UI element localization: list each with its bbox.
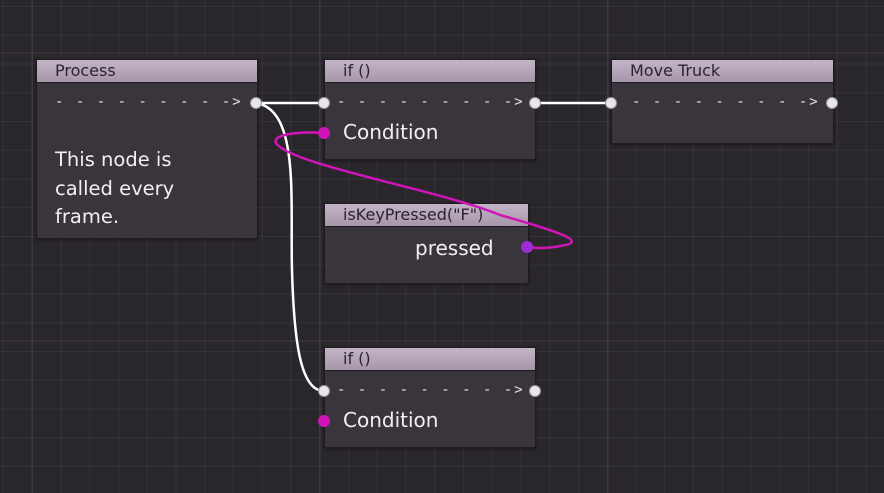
if-bottom-exec-out-port[interactable] (529, 385, 541, 397)
process-node-title[interactable]: Process (37, 60, 257, 83)
if-top-flow-arrow: - - - - - - - - -> (337, 94, 525, 110)
if-node-bottom[interactable]: if () - - - - - - - - -> Condition (324, 347, 536, 448)
if-bottom-exec-in-port[interactable] (318, 385, 330, 397)
if-node-top[interactable]: if () - - - - - - - - -> Condition (324, 59, 536, 160)
if-top-exec-out-port[interactable] (529, 97, 541, 109)
if-top-condition-label: Condition (343, 120, 439, 144)
if-node-top-title[interactable]: if () (325, 60, 535, 83)
if-bottom-condition-port[interactable] (318, 415, 330, 427)
move-truck-exec-in-port[interactable] (605, 97, 617, 109)
process-node-note: This node is called every frame. (55, 148, 175, 228)
if-bottom-condition-label: Condition (343, 408, 439, 432)
move-truck-exec-out-port[interactable] (826, 97, 838, 109)
if-top-condition-port[interactable] (318, 127, 330, 139)
if-top-exec-in-port[interactable] (318, 97, 330, 109)
pressed-output-port[interactable] (521, 241, 533, 253)
if-bottom-flow-arrow: - - - - - - - - -> (337, 382, 525, 398)
process-node[interactable]: Process - - - - - - - - -> This node is … (36, 59, 258, 239)
if-node-bottom-title[interactable]: if () (325, 348, 535, 371)
move-truck-node-title[interactable]: Move Truck (612, 60, 833, 83)
pressed-output-label: pressed (415, 236, 494, 260)
process-flow-arrow: - - - - - - - - -> (55, 94, 243, 110)
process-exec-out-port[interactable] (250, 97, 262, 109)
is-key-pressed-node-title[interactable]: isKeyPressed("F") (325, 204, 528, 227)
move-truck-node[interactable]: Move Truck - - - - - - - - -> (611, 59, 834, 144)
move-truck-flow-arrow: - - - - - - - - -> (632, 94, 820, 110)
wire-process-to-if-bottom[interactable] (255, 101, 325, 393)
is-key-pressed-node[interactable]: isKeyPressed("F") pressed (324, 203, 529, 284)
